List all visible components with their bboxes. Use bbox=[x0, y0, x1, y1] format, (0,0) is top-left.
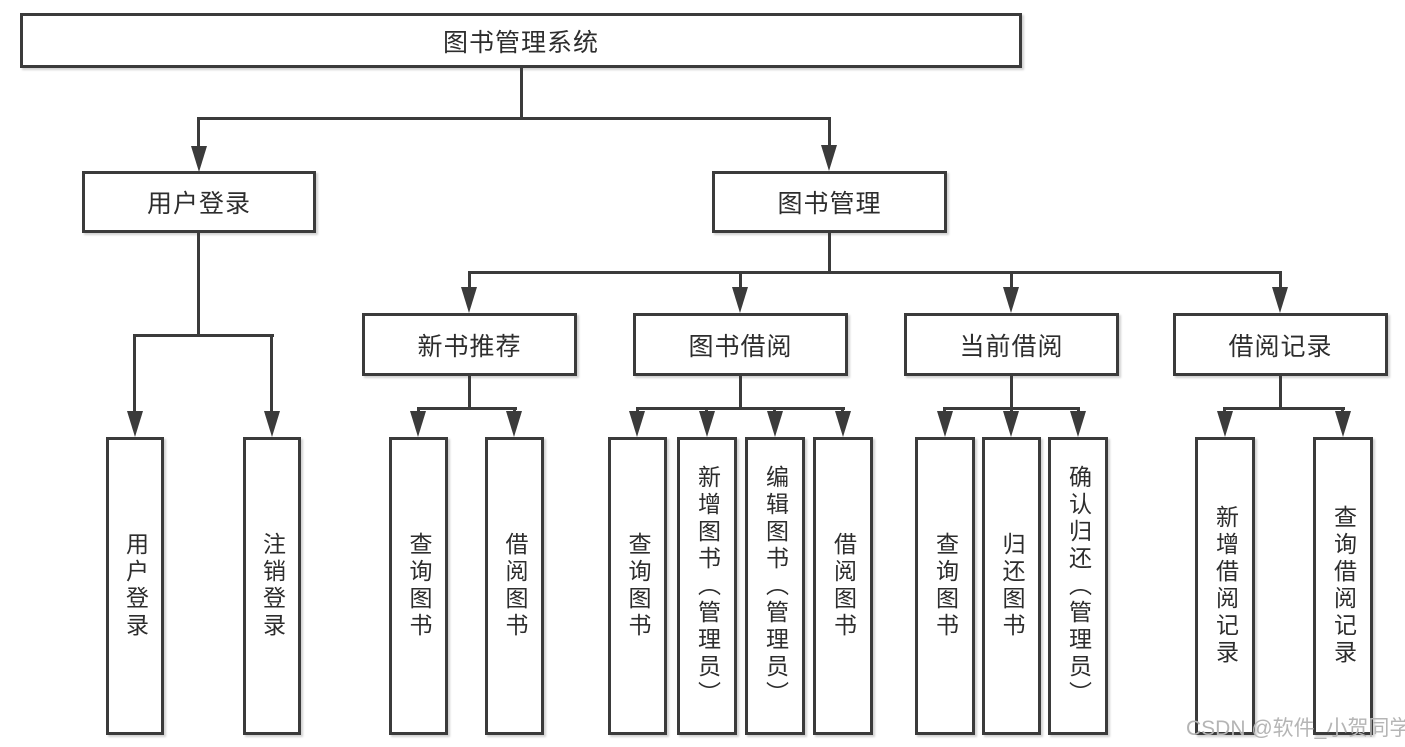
arrowhead-icon bbox=[1217, 411, 1233, 437]
leaf-logout-label: 注销登录 bbox=[259, 532, 286, 640]
node-user-login-label: 用户登录 bbox=[146, 190, 251, 218]
node-book-borrow: 图书借阅 bbox=[633, 313, 848, 376]
node-borrow-records: 借阅记录 bbox=[1173, 313, 1388, 376]
leaf-return-books: 归还图书 bbox=[982, 437, 1041, 735]
connector bbox=[468, 271, 1282, 274]
connector bbox=[520, 68, 523, 118]
arrowhead-icon bbox=[732, 287, 748, 313]
connector bbox=[133, 335, 136, 415]
connector bbox=[1223, 407, 1345, 410]
connector bbox=[828, 118, 831, 150]
node-current-borrow-label: 当前借阅 bbox=[959, 332, 1064, 361]
arrowhead-icon bbox=[821, 145, 837, 171]
node-user-login: 用户登录 bbox=[82, 171, 316, 233]
connector bbox=[739, 272, 742, 292]
leaf-edit-books-admin-label: 编辑图书（管理员） bbox=[762, 464, 789, 708]
node-new-book-recommend: 新书推荐 bbox=[362, 313, 577, 376]
arrowhead-icon bbox=[1003, 411, 1019, 437]
arrowhead-icon bbox=[127, 411, 143, 437]
leaf-confirm-return-admin-label: 确认归还（管理员） bbox=[1065, 464, 1092, 708]
leaf-borrow-query-books: 查询图书 bbox=[608, 437, 667, 735]
connector bbox=[828, 233, 831, 274]
leaf-return-books-label: 归还图书 bbox=[999, 532, 1025, 640]
leaf-borrow-query-books-label: 查询图书 bbox=[625, 532, 651, 640]
leaf-recommend-query-books: 查询图书 bbox=[389, 437, 448, 735]
arrowhead-icon bbox=[699, 411, 715, 437]
connector bbox=[739, 376, 742, 410]
node-book-management-label: 图书管理 bbox=[777, 190, 882, 218]
node-borrow-records-label: 借阅记录 bbox=[1228, 332, 1333, 361]
leaf-query-borrow-record-label: 查询借阅记录 bbox=[1330, 505, 1357, 667]
connector bbox=[1010, 376, 1013, 410]
leaf-add-borrow-record: 新增借阅记录 bbox=[1195, 437, 1255, 735]
connector bbox=[1279, 376, 1282, 410]
arrowhead-icon bbox=[264, 411, 280, 437]
connector bbox=[417, 407, 517, 410]
arrowhead-icon bbox=[191, 146, 207, 172]
arrowhead-icon bbox=[1070, 411, 1086, 437]
leaf-confirm-return-admin: 确认归还（管理员） bbox=[1048, 437, 1108, 735]
leaf-borrow-books: 借阅图书 bbox=[813, 437, 873, 735]
leaf-query-borrow-record: 查询借阅记录 bbox=[1313, 437, 1373, 735]
connector bbox=[636, 407, 845, 410]
connector bbox=[468, 272, 471, 292]
node-book-management: 图书管理 bbox=[712, 171, 947, 233]
arrowhead-icon bbox=[1335, 411, 1351, 437]
leaf-add-books-admin: 新增图书（管理员） bbox=[677, 437, 737, 735]
leaf-edit-books-admin: 编辑图书（管理员） bbox=[745, 437, 805, 735]
csdn-watermark: CSDN @软件_小贺同学 bbox=[1186, 717, 1405, 740]
leaf-user-login-label: 用户登录 bbox=[122, 532, 149, 640]
connector bbox=[197, 118, 200, 150]
leaf-current-query-books-label: 查询图书 bbox=[932, 532, 959, 640]
leaf-user-login: 用户登录 bbox=[106, 437, 164, 735]
node-root-label: 图书管理系统 bbox=[442, 28, 599, 57]
node-root: 图书管理系统 bbox=[20, 13, 1022, 68]
leaf-recommend-borrow-books: 借阅图书 bbox=[485, 437, 544, 735]
connector bbox=[133, 334, 274, 337]
connector bbox=[1010, 272, 1013, 292]
node-new-book-recommend-label: 新书推荐 bbox=[417, 332, 522, 361]
node-book-borrow-label: 图书借阅 bbox=[688, 332, 793, 361]
leaf-borrow-books-label: 借阅图书 bbox=[830, 532, 857, 640]
arrowhead-icon bbox=[1003, 287, 1019, 313]
connector bbox=[197, 233, 200, 337]
leaf-current-query-books: 查询图书 bbox=[915, 437, 975, 735]
arrowhead-icon bbox=[629, 411, 645, 437]
arrowhead-icon bbox=[937, 411, 953, 437]
node-current-borrow: 当前借阅 bbox=[904, 313, 1119, 376]
arrowhead-icon bbox=[461, 287, 477, 313]
leaf-add-books-admin-label: 新增图书（管理员） bbox=[694, 464, 721, 708]
leaf-logout: 注销登录 bbox=[243, 437, 301, 735]
connector bbox=[270, 335, 273, 415]
arrowhead-icon bbox=[1272, 287, 1288, 313]
connector bbox=[197, 117, 831, 120]
arrowhead-icon bbox=[410, 411, 426, 437]
leaf-recommend-query-books-label: 查询图书 bbox=[406, 532, 432, 640]
leaf-recommend-borrow-books-label: 借阅图书 bbox=[502, 532, 528, 640]
leaf-add-borrow-record-label: 新增借阅记录 bbox=[1212, 505, 1239, 667]
connector bbox=[468, 376, 471, 410]
arrowhead-icon bbox=[835, 411, 851, 437]
arrowhead-icon bbox=[506, 411, 522, 437]
arrowhead-icon bbox=[767, 411, 783, 437]
connector bbox=[1279, 272, 1282, 292]
